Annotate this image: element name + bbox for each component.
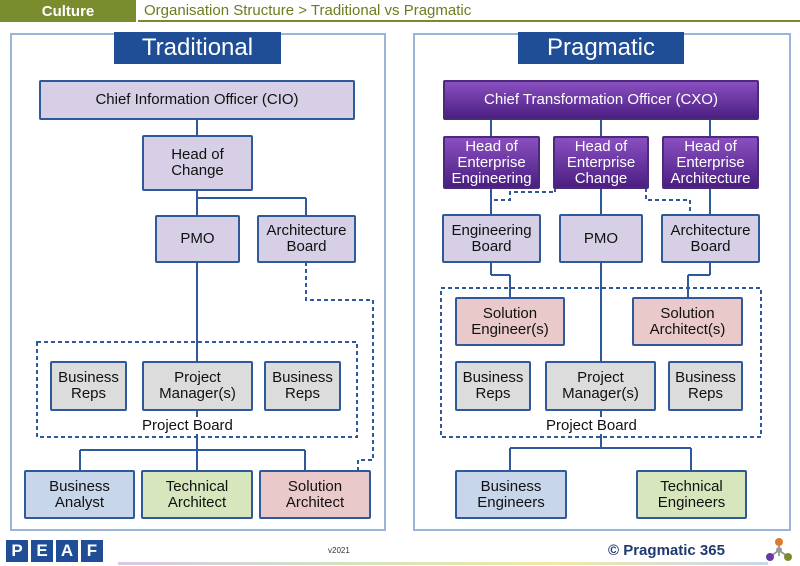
cio-box: Chief Information Officer (CIO) bbox=[39, 80, 355, 120]
logo-letter: A bbox=[56, 540, 78, 562]
solution-architect-box: Solution Architect bbox=[259, 470, 371, 519]
cxo-box: Chief Transformation Officer (CXO) bbox=[443, 80, 759, 120]
technical-architect-box: Technical Architect bbox=[141, 470, 253, 519]
project-board-label: Project Board bbox=[140, 417, 235, 434]
solution-engineers-box: Solution Engineer(s) bbox=[455, 297, 565, 346]
traditional-title: Traditional bbox=[114, 32, 281, 64]
logo-letter: E bbox=[31, 540, 53, 562]
logo-letter: P bbox=[6, 540, 28, 562]
head-enterprise-architecture-box: Head of Enterprise Architecture bbox=[662, 136, 759, 189]
architecture-board-box: Architecture Board bbox=[257, 215, 356, 263]
project-board-label: Project Board bbox=[544, 417, 639, 434]
business-engineers-box: Business Engineers bbox=[455, 470, 567, 519]
molecule-icon bbox=[766, 538, 792, 561]
version-label: v2021 bbox=[328, 546, 350, 555]
head-enterprise-engineering-box: Head of Enterprise Engineering bbox=[443, 136, 540, 189]
technical-engineers-box: Technical Engineers bbox=[636, 470, 747, 519]
peaf-logo: P E A F bbox=[6, 540, 103, 562]
section-tag: Culture bbox=[0, 0, 136, 22]
business-reps-right-box: Business Reps bbox=[264, 361, 341, 411]
pmo-box: PMO bbox=[155, 215, 240, 263]
architecture-board-box: Architecture Board bbox=[661, 214, 760, 263]
logo-letter: F bbox=[81, 540, 103, 562]
business-reps-left-box: Business Reps bbox=[50, 361, 127, 411]
pmo-box: PMO bbox=[559, 214, 643, 263]
breadcrumb: Organisation Structure > Traditional vs … bbox=[138, 0, 800, 22]
project-managers-box: Project Manager(s) bbox=[545, 361, 656, 411]
footer-rule bbox=[118, 562, 768, 565]
pragmatic-title: Pragmatic bbox=[518, 32, 684, 64]
brand-label: © Pragmatic 365 bbox=[608, 542, 725, 559]
project-managers-box: Project Manager(s) bbox=[142, 361, 253, 411]
head-of-change-box: Head of Change bbox=[142, 135, 253, 191]
business-reps-left-box: Business Reps bbox=[455, 361, 531, 411]
engineering-board-box: Engineering Board bbox=[442, 214, 541, 263]
business-analyst-box: Business Analyst bbox=[24, 470, 135, 519]
business-reps-right-box: Business Reps bbox=[668, 361, 743, 411]
solution-architects-box: Solution Architect(s) bbox=[632, 297, 743, 346]
head-enterprise-change-box: Head of Enterprise Change bbox=[553, 136, 649, 189]
